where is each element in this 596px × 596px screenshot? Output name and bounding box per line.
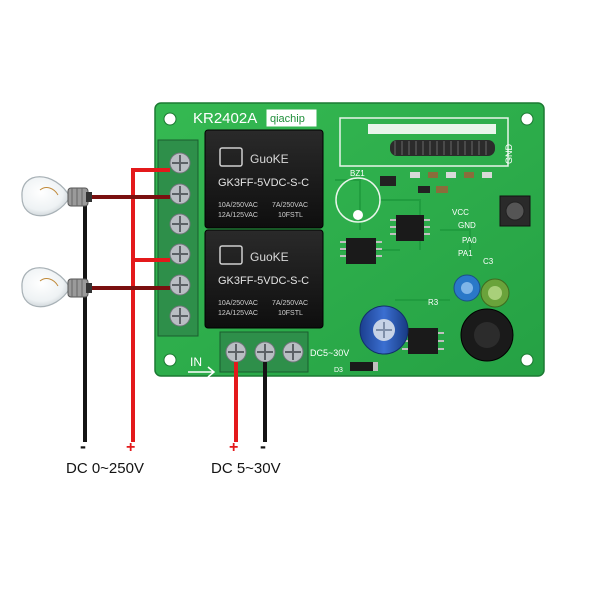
ic-chip-2 — [390, 215, 430, 241]
d3-label: D3 — [334, 367, 343, 374]
wiring — [83, 168, 267, 442]
terminal-screw-1 — [169, 152, 191, 174]
input-screw-2 — [254, 341, 276, 363]
relay-2: GuoKE GK3FF-5VDC-S-C 10A/250VAC 12A/125V… — [204, 229, 324, 329]
terminal-screw-6 — [169, 305, 191, 327]
relay-2-spec-left-2: 12A/125VAC — [218, 310, 258, 317]
relay-1: GuoKE GK3FF-5VDC-S-C 10A/250VAC 12A/125V… — [204, 129, 324, 229]
terminal-screw-4 — [169, 243, 191, 265]
capacitor-green — [480, 278, 510, 308]
pa1-label: PA1 — [458, 249, 473, 258]
board-model: KR2402A — [193, 110, 257, 127]
relay-2-logo: GuoKE — [250, 250, 289, 264]
terminal-screw-3 — [169, 213, 191, 235]
gnd-label: GND — [504, 144, 514, 165]
relay-1-model: GK3FF-5VDC-S-C — [218, 177, 309, 189]
terminal-screw-2 — [169, 183, 191, 205]
in-label: IN — [190, 355, 202, 369]
bz-label: BZ1 — [350, 169, 365, 178]
antenna-coil — [390, 140, 495, 156]
output-terminal-block — [157, 139, 199, 337]
board-plus-label: + — [229, 439, 238, 456]
smd-components — [380, 172, 492, 193]
gnd2-label: GND — [458, 221, 476, 230]
relay-1-logo: GuoKE — [250, 152, 289, 166]
relay-2-spec-right-1: 7A/250VAC — [272, 300, 308, 307]
board-minus-label: - — [260, 436, 266, 456]
relay-2-spec-right-2: 10FSTL — [278, 310, 303, 317]
relay-2-model: GK3FF-5VDC-S-C — [218, 275, 309, 287]
pairing-button[interactable] — [499, 195, 531, 227]
relay-1-spec-left-1: 10A/250VAC — [218, 202, 258, 209]
r3-label: R3 — [428, 298, 439, 307]
load-plus-label: + — [126, 439, 135, 456]
board-supply-caption: DC 5~30V — [211, 460, 281, 477]
load-supply-caption: DC 0~250V — [66, 460, 144, 477]
load-minus-label: - — [80, 436, 86, 456]
dc-range-label: DC5~30V — [310, 348, 349, 358]
c3-label: C3 — [483, 257, 494, 266]
terminal-screw-5 — [169, 274, 191, 296]
light-bulb-1 — [21, 176, 92, 217]
capacitor-small-blue — [453, 274, 481, 302]
vcc-label: VCC — [452, 208, 469, 217]
buzzer — [335, 177, 381, 223]
input-screw-3 — [282, 341, 304, 363]
pa0-label: PA0 — [462, 236, 477, 245]
relay-2-spec-left-1: 10A/250VAC — [218, 300, 258, 307]
inductor — [460, 308, 514, 362]
relay-1-spec-left-2: 12A/125VAC — [218, 212, 258, 219]
in-arrow-icon — [188, 366, 216, 378]
brand-badge: qiachip — [266, 109, 317, 127]
rf-receiver-module — [339, 117, 509, 167]
ic-chip-1 — [340, 238, 382, 264]
relay-1-spec-right-2: 10FSTL — [278, 212, 303, 219]
brand-name: qiachip — [270, 113, 305, 125]
capacitor-blue-large — [359, 305, 409, 355]
ic-chip-3 — [402, 328, 444, 354]
input-screw-1 — [225, 341, 247, 363]
diode — [350, 362, 378, 371]
relay-1-spec-right-1: 7A/250VAC — [272, 202, 308, 209]
light-bulb-2 — [21, 267, 92, 308]
